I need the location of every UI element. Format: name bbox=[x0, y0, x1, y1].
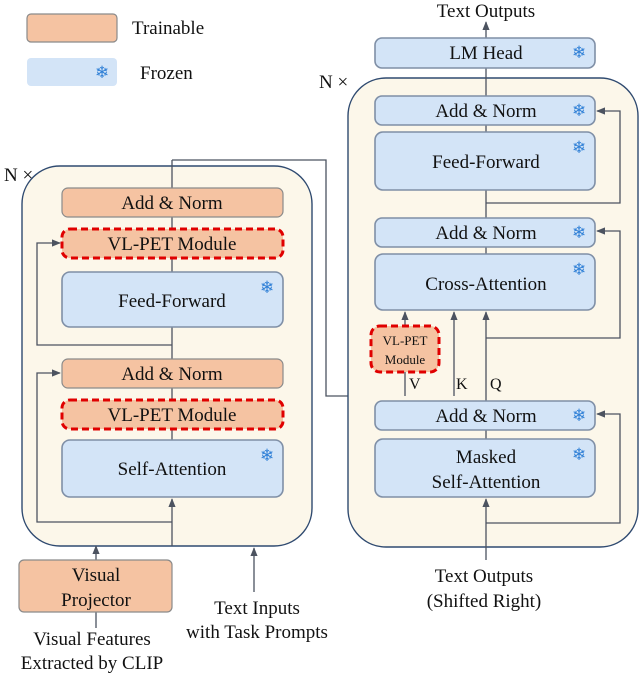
outputs: Text Outputs Text Outputs (Shifted Right… bbox=[427, 1, 542, 612]
decoder-add-norm-top-label: Add & Norm bbox=[435, 101, 537, 122]
decoder-stack: N × V K Q LM Head ❄ Add & Norm ❄ Feed-Fo… bbox=[319, 21, 639, 560]
encoder-vl-pet-top-label: VL-PET Module bbox=[108, 234, 237, 255]
snowflake-icon: ❄ bbox=[572, 101, 586, 121]
encoder-vl-pet-module-bottom bbox=[60, 398, 285, 431]
text-inputs-line1: Text Inputs bbox=[214, 598, 300, 619]
encoder-add-norm-top bbox=[61, 187, 284, 218]
legend: Trainable ❄ Frozen bbox=[26, 13, 204, 86]
visual-features-line1: Visual Features bbox=[33, 629, 151, 650]
snowflake-icon: ❄ bbox=[260, 278, 274, 298]
snowflake-icon: ❄ bbox=[260, 446, 274, 466]
encoder-self-attention-label: Self-Attention bbox=[118, 459, 227, 480]
encoder-feed-forward-label: Feed-Forward bbox=[118, 291, 226, 312]
v-label: V bbox=[409, 376, 421, 393]
text-inputs-line2: with Task Prompts bbox=[186, 622, 328, 643]
decoder-add-norm-bottom bbox=[374, 400, 596, 431]
encoder-stack: N × Add & Norm VL-PET Module Feed-Forwar… bbox=[4, 159, 595, 547]
snowflake-icon: ❄ bbox=[572, 43, 586, 63]
visual-projector bbox=[18, 559, 173, 613]
lm-head bbox=[374, 37, 596, 69]
decoder-vl-pet-line1: VL-PET bbox=[383, 333, 428, 348]
text-outputs-shifted-line1: Text Outputs bbox=[435, 566, 533, 587]
encoder-feed-forward bbox=[61, 271, 284, 328]
snowflake-icon: ❄ bbox=[572, 260, 586, 280]
decoder-add-norm-top bbox=[374, 95, 596, 126]
visual-projector-line1: Visual bbox=[72, 565, 120, 586]
text-outputs-top: Text Outputs bbox=[437, 1, 535, 22]
encoder-vl-pet-bottom-label: VL-PET Module bbox=[108, 405, 237, 426]
masked-self-attention-line2: Self-Attention bbox=[432, 472, 541, 493]
decoder-feed-forward bbox=[374, 131, 596, 191]
decoder-repeat-label: N × bbox=[319, 72, 348, 93]
encoder-self-attention bbox=[61, 439, 284, 498]
decoder-add-norm-cross bbox=[374, 217, 596, 248]
encoder-vl-pet-module-top bbox=[60, 227, 285, 260]
lm-head-label: LM Head bbox=[449, 43, 523, 64]
encoder-inputs: Visual Projector Visual Features Extract… bbox=[18, 545, 328, 674]
decoder-add-norm-cross-label: Add & Norm bbox=[435, 223, 537, 244]
encoder-add-norm-mid-label: Add & Norm bbox=[121, 364, 223, 385]
decoder-vl-pet-line2: Module bbox=[385, 352, 426, 367]
encoder-repeat-label: N × bbox=[4, 165, 33, 186]
text-outputs-shifted-line2: (Shifted Right) bbox=[427, 591, 542, 612]
snowflake-icon: ❄ bbox=[572, 223, 586, 243]
cross-attention-label: Cross-Attention bbox=[425, 274, 547, 295]
snowflake-icon: ❄ bbox=[95, 63, 109, 83]
k-label: K bbox=[456, 376, 468, 393]
legend-frozen-swatch bbox=[27, 58, 117, 86]
visual-features-line2: Extracted by CLIP bbox=[21, 653, 163, 674]
legend-trainable-swatch bbox=[26, 13, 118, 43]
encoder-add-norm-top-label: Add & Norm bbox=[121, 193, 223, 214]
snowflake-icon: ❄ bbox=[572, 138, 586, 158]
decoder-feed-forward-label: Feed-Forward bbox=[432, 152, 540, 173]
snowflake-icon: ❄ bbox=[572, 406, 586, 426]
visual-projector-line2: Projector bbox=[61, 590, 131, 611]
decoder-vl-pet-module bbox=[369, 324, 441, 374]
legend-trainable-label: Trainable bbox=[132, 18, 204, 39]
q-label: Q bbox=[490, 376, 502, 393]
legend-frozen-label: Frozen bbox=[140, 63, 193, 84]
snowflake-icon: ❄ bbox=[572, 445, 586, 465]
cross-attention bbox=[374, 253, 596, 311]
masked-self-attention bbox=[374, 438, 596, 498]
masked-self-attention-line1: Masked bbox=[456, 447, 517, 468]
decoder-add-norm-bottom-label: Add & Norm bbox=[435, 406, 537, 427]
encoder-add-norm-mid bbox=[61, 358, 284, 389]
